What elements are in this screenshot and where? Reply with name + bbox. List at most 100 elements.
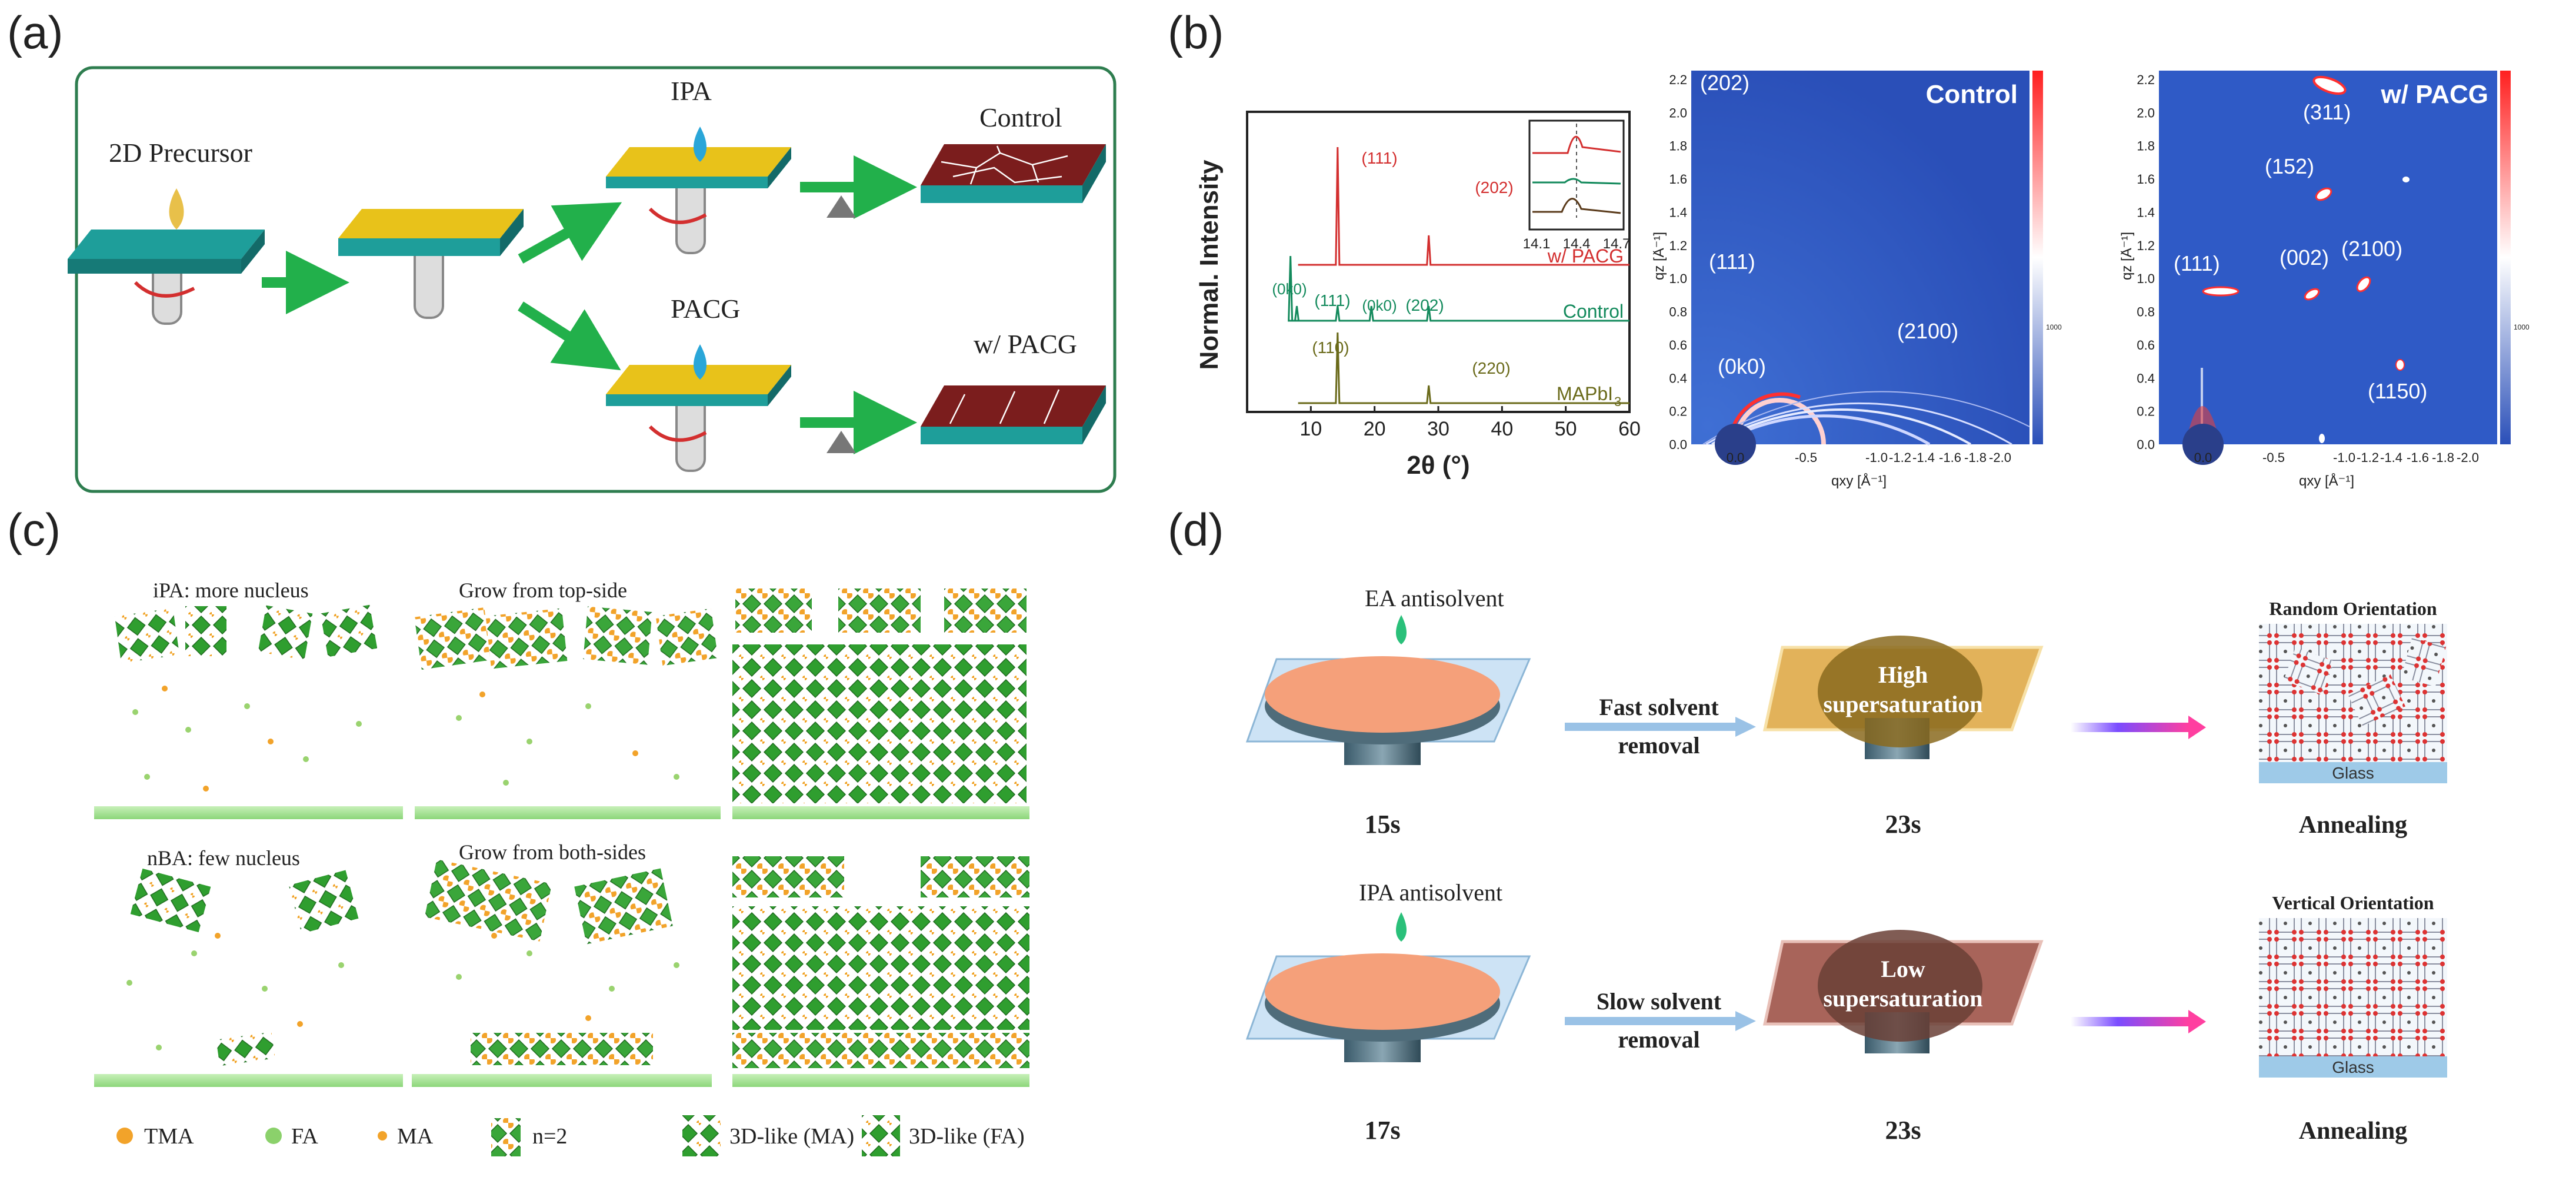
- label-ipa-nucleus: iPA: more nucleus: [153, 578, 309, 602]
- time-15s: 15s: [1364, 810, 1400, 839]
- rotation-arrow-icon: [648, 425, 707, 442]
- giwaxs-pacg-plot: [2159, 71, 2497, 444]
- spin-coater-ipa: [1245, 953, 1531, 1062]
- time-23s-b: 23s: [1885, 1116, 1921, 1145]
- xrd-traces: [1288, 147, 1629, 404]
- label-with-pacg: w/ PACG: [974, 329, 1077, 359]
- giwaxs-pacg-yticks: 2.22.01.81.61.41.21.00.80.60.40.20.0: [2137, 72, 2155, 452]
- qz-tick-label: 0.8: [2137, 305, 2155, 320]
- pink-arrow-icon: [2071, 723, 2188, 732]
- giwaxs-pacg-xticks: 0.0-0.5-1.0-1.2-1.4-1.6-1.8-2.0: [2194, 450, 2479, 465]
- time-23s-a: 23s: [1885, 810, 1921, 839]
- spot-label: (111): [2174, 251, 2220, 275]
- giwaxs-control: 1000 Control (202) (111) (0k0) (2100) 2.…: [1653, 71, 2062, 489]
- xrd-tick-label: 30: [1427, 418, 1449, 440]
- arrow-down-icon: [518, 301, 621, 371]
- xrd-tick-label: 50: [1555, 418, 1577, 440]
- 3d-fa-icon: [862, 1115, 900, 1156]
- high-supersaturation-film: [1762, 636, 2044, 759]
- label-annealing-2: Annealing: [2299, 1118, 2407, 1145]
- qz-tick-label: 0.0: [1669, 437, 1687, 452]
- label-glass: Glass: [2332, 764, 2374, 782]
- legend-fa: FA: [291, 1124, 318, 1149]
- drop-icon: [1396, 615, 1407, 644]
- scattered-ions: [126, 703, 679, 1050]
- spin-coater-ea: [1245, 656, 1531, 765]
- legend-3d-ma: 3D-like (MA): [729, 1124, 854, 1149]
- qxy-tick-label: -1.2: [2357, 450, 2379, 465]
- c-row2-col1: [94, 868, 403, 1087]
- qz-tick-label: 1.2: [1669, 238, 1687, 253]
- trace-name-pacg: w/ PACG: [1547, 245, 1624, 267]
- qz-tick-label: 0.6: [1669, 338, 1687, 353]
- qz-tick-label: 1.6: [2137, 172, 2155, 187]
- qz-tick-label: 1.8: [2137, 139, 2155, 154]
- trace-name-subscript: 3: [1614, 394, 1621, 409]
- peak-label: (202): [1405, 296, 1444, 314]
- trace-name-control: Control: [1563, 301, 1624, 322]
- xrd-tick-label: 20: [1364, 418, 1386, 440]
- diffraction-spots: [2182, 75, 2410, 465]
- qxy-tick-label: 0.0: [2194, 450, 2212, 465]
- panel-d-schematic: EA antisolvent 15s Fast solvent removal …: [1245, 585, 2447, 1145]
- peak-label: (111): [1361, 149, 1397, 167]
- qz-tick-label: 1.8: [1669, 139, 1687, 154]
- colorbar: [2500, 71, 2511, 444]
- qz-tick-label: 0.2: [1669, 404, 1687, 419]
- random-orientation-crystals: [2259, 624, 2447, 783]
- diffraction-rings: [1702, 391, 2030, 465]
- qxy-tick-label: -1.0: [2333, 450, 2355, 465]
- qxy-tick-label: -1.8: [2432, 450, 2454, 465]
- xrd-inset: 14.1 14.4 14.7: [1523, 119, 1631, 252]
- qz-tick-label: 0.4: [2137, 371, 2155, 385]
- peak-label: (202): [1475, 178, 1513, 197]
- time-17s: 17s: [1364, 1116, 1400, 1145]
- qxy-label: qxy [Å⁻¹]: [1831, 473, 1887, 489]
- rotation-arrow-icon: [134, 281, 195, 298]
- drop-icon: [1396, 912, 1407, 942]
- legend-tma: TMA: [144, 1124, 194, 1149]
- c-row2-col3: [732, 856, 1029, 1087]
- panel-label-c: (c): [7, 504, 61, 556]
- pacg-drop-icon: [694, 344, 707, 380]
- colorbar: [2032, 71, 2043, 444]
- trace-name-mapbi3: MAPbI: [1557, 383, 1613, 404]
- ma-icon: [378, 1131, 387, 1141]
- legend-3d-fa: 3D-like (FA): [909, 1124, 1025, 1149]
- panel-label-d: (d): [1168, 504, 1224, 556]
- label-nba-nucleus: nBA: few nucleus: [147, 846, 300, 870]
- qz-label: qz [Å⁻¹]: [1653, 232, 1667, 280]
- qz-tick-label: 2.2: [2137, 72, 2155, 87]
- inset-tick: 14.1: [1523, 236, 1551, 252]
- peak-label: (0k0): [1272, 280, 1307, 298]
- inset-tick: 14.4: [1563, 236, 1591, 252]
- vertical-orientation-crystals: [2259, 918, 2447, 1078]
- giwaxs-control-plot: [1691, 71, 2030, 444]
- c-legend: TMA FA MA n=2 3D-like (MA) 3D-like (FA): [116, 1115, 1025, 1156]
- qz-tick-label: 1.0: [1669, 271, 1687, 286]
- c-row1-col2: [414, 606, 721, 819]
- legend-ma: MA: [397, 1124, 434, 1149]
- qz-tick-label: 0.2: [2137, 404, 2155, 419]
- label-annealing: Annealing: [2299, 812, 2407, 839]
- spin-stage-1: [68, 188, 265, 325]
- arrow-up-icon: [518, 202, 622, 264]
- label-ipa-antisolvent: IPA antisolvent: [1359, 879, 1502, 906]
- qxy-tick-label: -1.4: [2380, 450, 2402, 465]
- qz-tick-label: 2.2: [1669, 72, 1687, 87]
- control-film: [921, 144, 1106, 203]
- qxy-label: qxy [Å⁻¹]: [2299, 473, 2354, 489]
- spot-label: (311): [2303, 100, 2351, 124]
- inset-tick: 14.7: [1603, 236, 1631, 252]
- xrd-tick-label: 40: [1491, 418, 1513, 440]
- qz-tick-label: 0.8: [1669, 305, 1687, 320]
- peak-label: (110): [1312, 338, 1349, 357]
- colorbar-value: 1000: [2046, 323, 2062, 331]
- qxy-tick-label: -1.6: [2407, 450, 2429, 465]
- ipa-drop-icon: [694, 127, 707, 162]
- low-supersaturation-film: [1762, 930, 2044, 1053]
- n2-icon: [491, 1118, 521, 1156]
- ring-label: (0k0): [1718, 354, 1766, 378]
